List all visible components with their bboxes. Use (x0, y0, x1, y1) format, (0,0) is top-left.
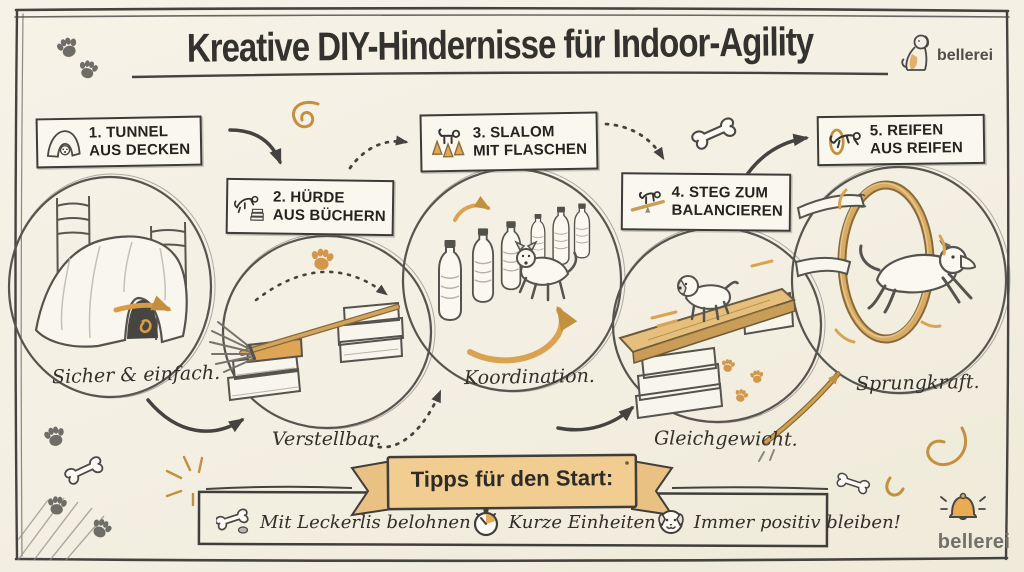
step-2-label-box: 2. HÜRDE AUS BÜCHERN (225, 177, 395, 237)
paw-trail-icons (720, 358, 765, 404)
step-5-label-box: 5. REIFEN AUS REIFEN (816, 113, 986, 167)
arrow-caption3-caption4 (556, 405, 635, 432)
tips-banner-title: Tipps für den Start: (410, 465, 614, 492)
small-sketch-marks (758, 449, 775, 462)
dog-face-icon (657, 510, 684, 534)
bell-icon (940, 492, 986, 520)
sketch-border-frame (14, 6, 1010, 563)
tips-box: Mit Leckerlis belohnen Kurze Einheiten I… (202, 501, 901, 543)
step-4-title-line1: 4. STEG ZUM (671, 184, 769, 202)
brand-dog-logo-icon (901, 34, 930, 71)
step-2-title-line1: 2. HÜRDE (272, 188, 345, 207)
step-4-caption: Gleichgewicht. (653, 427, 798, 451)
jumping-dog (859, 240, 977, 314)
step-2-title-line2: AUS BÜCHERN (272, 206, 386, 226)
paw-print-icon (308, 247, 336, 272)
arrow-caption2-caption3 (368, 389, 442, 449)
tunnel-illustration (34, 195, 188, 348)
arrow-caption4-caption5 (764, 372, 840, 444)
dog-under-blanket-icon (46, 130, 81, 158)
corner-hatching (17, 497, 105, 561)
step-4-title-line2: BALANCIEREN (671, 201, 783, 220)
bottle-slalom-illustration (438, 195, 591, 364)
tip-item-stay-positive: Immer positiv bleiben! (656, 507, 901, 537)
page-title: Kreative DIY-Hindernisse für Indoor-Agil… (186, 18, 814, 71)
step-5-title-line2: AUS REIFEN (870, 139, 964, 158)
balance-beam-illustration (618, 259, 796, 420)
step-5-title-line1: 5. REIFEN (869, 121, 944, 140)
beam-puppy (677, 275, 740, 323)
dog-on-seesaw-icon (630, 191, 665, 213)
step-1-label-box: 1. TUNNEL AUS DECKEN (35, 115, 203, 169)
tip-item-treats: Mit Leckerlis belohnen (216, 508, 471, 536)
brand-logo-label: bellerei (937, 47, 994, 64)
arrow-step2-step3 (348, 135, 409, 170)
step-4-label-box: 4. STEG ZUM BALANCIEREN (620, 172, 792, 232)
decorative-squiggles (292, 101, 968, 497)
arrow-step1-step2 (228, 128, 282, 165)
brand-footer-label: bellerei (937, 531, 1011, 553)
slalom-dog (514, 240, 578, 302)
arrow-caption1-caption2 (146, 398, 245, 433)
starburst-doodle (165, 455, 204, 507)
bone-treat-icon (216, 508, 249, 534)
step-3-title-line2: MIT FLASCHEN (473, 140, 588, 160)
step-1-title-line2: AUS DECKEN (89, 140, 191, 160)
tip-stay-positive-label: Immer positiv bleiben! (693, 511, 901, 533)
tip-treats-label: Mit Leckerlis belohnen (260, 511, 471, 533)
dog-through-hoop-icon (829, 128, 861, 155)
step-1-caption: Sicher & einfach. (51, 361, 221, 389)
ribbon-banner (205, 453, 829, 517)
step-5-caption: Sprungkraft. (855, 370, 980, 396)
arrow-step3-step4 (604, 122, 665, 161)
step-2-caption: Verstellbar. (272, 428, 382, 450)
stopwatch-icon (473, 508, 498, 537)
tip-short-sessions-label: Kurze Einheiten (508, 511, 656, 533)
dog-jumping-over-books-icon (233, 195, 264, 221)
tip-item-short-sessions: Kurze Einheiten (471, 506, 656, 538)
step-3-title-line1: 3. SLALOM (472, 123, 555, 142)
flow-arrows (146, 122, 841, 449)
dog-with-cones-icon (431, 128, 465, 158)
book-hurdle-illustration (209, 247, 405, 402)
title-underline (131, 71, 889, 79)
step-3-caption: Koordination. (463, 364, 596, 390)
step-3-label-box: 3. SLALOM MIT FLASCHEN (419, 111, 599, 173)
hoop-jump-illustration (794, 180, 977, 344)
step-1-title-line1: 1. TUNNEL (88, 123, 169, 142)
